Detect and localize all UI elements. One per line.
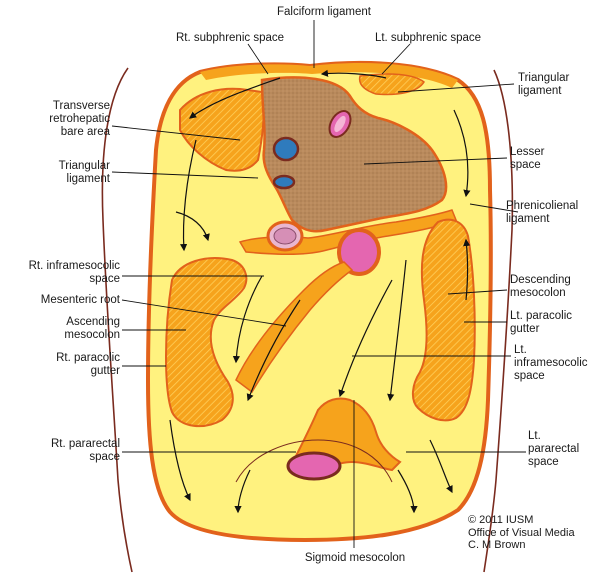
rectum <box>288 453 340 479</box>
label-lt-inframesocolic-space: Lt. inframesocolic space <box>514 344 588 383</box>
label-line: Triangular <box>518 72 569 85</box>
label-line: Rt. inframesocolic <box>2 260 120 273</box>
label-descending-mesocolon: Descending mesocolon <box>510 274 571 300</box>
label-line: pararectal <box>528 443 579 456</box>
label-line: space <box>2 273 120 286</box>
label-line: Lt. paracolic <box>510 310 572 323</box>
label-line: Lt. <box>514 344 588 357</box>
label-triangular-ligament-right: Triangular ligament <box>518 72 569 98</box>
label-line: ligament <box>14 173 110 186</box>
label-line: gutter <box>510 323 572 336</box>
label-rt-subphrenic-space: Rt. subphrenic space <box>160 32 300 45</box>
label-lt-pararectal-space: Lt. pararectal space <box>528 430 579 469</box>
label-line: Rt. paracolic <box>2 352 120 365</box>
label-line: mesocolon <box>510 287 571 300</box>
copyright-credit: © 2011 IUSM Office of Visual Media C. M … <box>468 514 575 552</box>
label-lesser-space: Lesser space <box>510 146 545 172</box>
label-line: inframesocolic <box>514 357 588 370</box>
label-line: space <box>528 456 579 469</box>
label-line: space <box>510 159 545 172</box>
label-line: bare area <box>14 126 110 139</box>
label-line: Phrenicolienal <box>506 200 578 213</box>
label-triangular-ligament-left: Triangular ligament <box>14 160 110 186</box>
label-transverse-retrohepatic-bare-area: Transverse retrohepatic bare area <box>14 100 110 139</box>
label-line: Ascending <box>2 316 120 329</box>
label-ascending-mesocolon: Ascending mesocolon <box>2 316 120 342</box>
label-lt-paracolic-gutter: Lt. paracolic gutter <box>510 310 572 336</box>
label-line: Triangular <box>14 160 110 173</box>
label-lt-subphrenic-space: Lt. subphrenic space <box>358 32 498 45</box>
label-line: space <box>514 370 588 383</box>
label-phrenicolienal-ligament: Phrenicolienal ligament <box>506 200 578 226</box>
label-rt-inframesocolic-space: Rt. inframesocolic space <box>2 260 120 286</box>
label-rt-paracolic-gutter: Rt. paracolic gutter <box>2 352 120 378</box>
portal-vessel <box>274 176 294 188</box>
credit-line: Office of Visual Media <box>468 527 575 540</box>
label-line: gutter <box>2 365 120 378</box>
ivc-vessel <box>274 138 298 160</box>
credit-line: C. M Brown <box>468 539 575 552</box>
label-line: mesocolon <box>2 329 120 342</box>
label-line: ligament <box>506 213 578 226</box>
label-falciform-ligament: Falciform ligament <box>254 6 394 19</box>
label-line: Transverse <box>14 100 110 113</box>
label-line: space <box>2 451 120 464</box>
label-line: Rt. pararectal <box>2 438 120 451</box>
label-line: ligament <box>518 85 569 98</box>
label-line: Descending <box>510 274 571 287</box>
credit-line: © 2011 IUSM <box>468 514 575 527</box>
label-sigmoid-mesocolon: Sigmoid mesocolon <box>280 552 430 565</box>
label-line: Lesser <box>510 146 545 159</box>
label-mesenteric-root: Mesenteric root <box>2 294 120 307</box>
label-line: retrohepatic <box>14 113 110 126</box>
label-line: Lt. <box>528 430 579 443</box>
label-rt-pararectal-space: Rt. pararectal space <box>2 438 120 464</box>
